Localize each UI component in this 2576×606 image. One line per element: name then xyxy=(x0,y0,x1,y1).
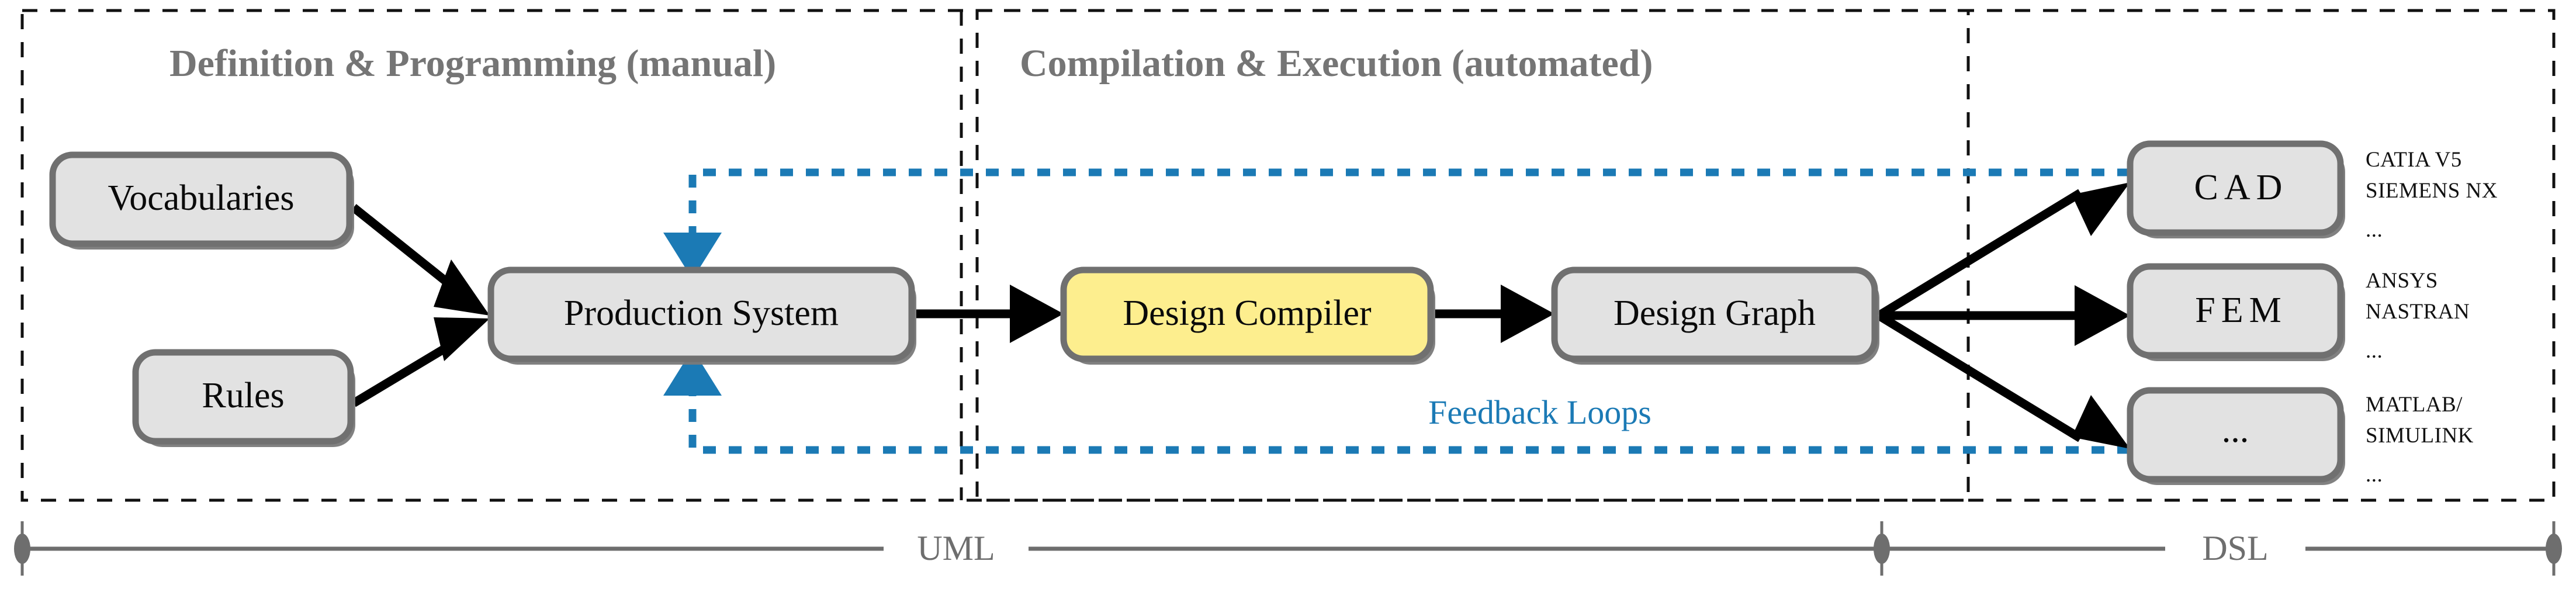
node-other[interactable]: ... xyxy=(2127,387,2345,485)
node-design-graph-box xyxy=(1551,266,1878,362)
node-other-label: ... xyxy=(2222,410,2249,450)
panel-title-manual: Definition & Programming (manual) xyxy=(169,42,776,85)
node-vocabularies[interactable]: Vocabularies xyxy=(49,151,354,250)
node-design-compiler-box xyxy=(1060,266,1434,362)
annotation-fem: ANSYS NASTRAN ... xyxy=(2366,269,2470,363)
panel-title-automated: Compilation & Execution (automated) xyxy=(1020,42,1653,85)
arrow-rules-to-production-head xyxy=(434,317,490,361)
node-production-system[interactable]: Production System xyxy=(487,266,916,365)
arrow-compiler-to-graph-head xyxy=(1501,285,1554,343)
feedback-loop-top-path xyxy=(688,168,2130,234)
annotation-other: MATLAB/ SIMULINK ... xyxy=(2366,393,2474,487)
annotation-fem-line-1: ANSYS xyxy=(2366,269,2438,293)
scale-bar: UML DSL xyxy=(14,521,2562,576)
node-design-graph[interactable]: Design Graph xyxy=(1551,266,1879,365)
annotation-other-line-2: SIMULINK xyxy=(2366,424,2474,448)
feedback-loop-bottom-path xyxy=(688,394,2130,454)
annotation-other-line-1: MATLAB/ xyxy=(2366,393,2463,417)
node-fem[interactable]: FEM xyxy=(2127,263,2345,361)
annotation-fem-line-2: NASTRAN xyxy=(2366,300,2470,324)
node-vocabularies-label: Vocabularies xyxy=(108,178,294,218)
node-rules-box xyxy=(132,349,354,445)
node-cad-box xyxy=(2127,140,2344,236)
node-design-graph-label: Design Graph xyxy=(1614,293,1816,333)
panel-frame-automated xyxy=(975,9,2556,502)
annotation-cad-line-1: CATIA V5 xyxy=(2366,148,2462,172)
node-other-box xyxy=(2127,387,2344,483)
node-design-compiler[interactable]: Design Compiler xyxy=(1060,266,1435,365)
scale-label-dsl: DSL xyxy=(2202,529,2268,567)
arrow-graph-to-cad-line xyxy=(1876,189,2083,320)
scale-label-uml: UML xyxy=(917,529,995,567)
node-cad[interactable]: CAD xyxy=(2127,140,2345,238)
annotation-other-line-3: ... xyxy=(2366,463,2383,487)
node-fem-box xyxy=(2127,263,2344,359)
arrow-rules-to-production-line xyxy=(351,338,458,407)
node-design-compiler-label: Design Compiler xyxy=(1123,293,1372,333)
arrow-production-to-compiler-head xyxy=(1010,285,1064,343)
node-fem-label: FEM xyxy=(2195,290,2287,330)
annotation-cad-line-2: SIEMENS NX xyxy=(2366,179,2498,203)
node-rules[interactable]: Rules xyxy=(132,349,355,447)
annotation-cad-line-3: ... xyxy=(2366,218,2383,242)
feedback-loop-top-arrowhead xyxy=(663,233,722,279)
arrow-graph-to-cad-head xyxy=(2072,182,2130,236)
arrow-graph-to-other-line xyxy=(1876,311,2083,442)
node-rules-label: Rules xyxy=(202,376,284,415)
node-vocabularies-box xyxy=(49,151,353,247)
annotation-cad: CATIA V5 SIEMENS NX ... xyxy=(2366,148,2498,242)
annotation-fem-line-3: ... xyxy=(2366,339,2383,363)
arrow-vocabularies-to-production-line xyxy=(351,204,459,293)
arrow-vocabularies-to-production-head xyxy=(434,259,490,316)
arrow-graph-to-fem-head xyxy=(2075,285,2130,346)
arrow-graph-to-other-head xyxy=(2072,395,2130,449)
feedback-loops-label: Feedback Loops xyxy=(1428,393,1651,431)
feedback-loop-bottom-arrowhead xyxy=(663,349,722,396)
node-production-system-label: Production System xyxy=(564,293,839,333)
node-production-system-box xyxy=(487,266,915,362)
node-cad-label: CAD xyxy=(2194,168,2288,207)
